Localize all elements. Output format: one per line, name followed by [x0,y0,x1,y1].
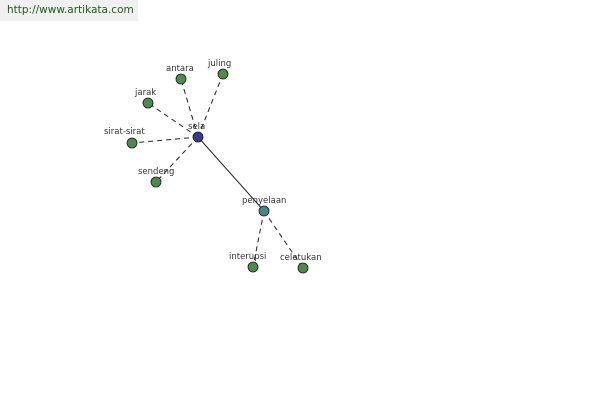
node-juling[interactable]: juling [207,59,231,80]
node-label-antara: antara [166,64,194,74]
node-jarak[interactable]: jarak [134,88,156,109]
node-label-sirat-sirat: sirat-sirat [104,127,145,137]
edge-sela-penyelaan [197,136,265,212]
node-dot-sendeng[interactable] [150,176,162,188]
graph-nodes: sela antara juling jarak sirat-sirat sendeng p… [104,59,322,274]
node-dot-sela[interactable] [192,131,204,143]
site-url[interactable]: http://www.artikata.com [0,0,138,21]
node-sirat-sirat[interactable]: sirat-sirat [104,127,145,149]
edge-sela-jarak [147,102,199,138]
graph-edges [131,73,304,269]
edge-penyelaan-interupsi [252,210,265,268]
node-dot-penyelaan[interactable] [258,205,270,217]
node-label-sela: sela [188,122,205,132]
node-dot-celetukan[interactable] [297,262,309,274]
node-label-jarak: jarak [134,88,156,98]
edge-sela-juling [197,73,224,138]
edge-sela-sendeng [155,136,199,183]
node-label-interupsi: interupsi [229,252,266,262]
node-dot-sirat-sirat[interactable] [126,137,138,149]
node-dot-juling[interactable] [217,68,229,80]
node-celetukan[interactable]: celetukan [280,253,322,274]
node-label-sendeng: sendeng [138,167,174,177]
edge-sela-sirat-sirat [131,136,199,144]
node-dot-jarak[interactable] [142,97,154,109]
node-penyelaan[interactable]: penyelaan [242,196,286,217]
node-label-celetukan: celetukan [280,253,322,263]
edge-penyelaan-celetukan [263,210,304,269]
node-sela[interactable]: sela [188,122,205,143]
node-antara[interactable]: antara [166,64,194,85]
node-label-penyelaan: penyelaan [242,196,286,206]
node-interupsi[interactable]: interupsi [229,252,266,273]
node-sendeng[interactable]: sendeng [138,167,174,188]
node-dot-interupsi[interactable] [247,261,259,273]
node-dot-antara[interactable] [175,73,187,85]
node-label-juling: juling [207,59,231,69]
edge-sela-antara [180,78,199,138]
